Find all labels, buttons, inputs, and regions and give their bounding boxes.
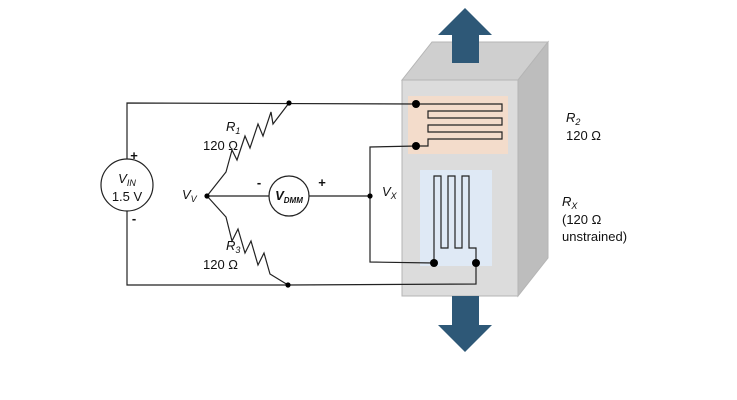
node-top-junction [286, 100, 292, 106]
gauge-rx-grid [433, 175, 477, 263]
r1-symbol: R1 [226, 119, 240, 136]
wire-r2-to-vx [369, 145, 435, 264]
gauge-rx-backing [420, 170, 492, 266]
terminal-r2-top [412, 100, 420, 108]
resistor-r3 [206, 195, 289, 286]
strain-gauge-rx [420, 170, 492, 266]
gauge-r2-grid [416, 103, 503, 147]
voltmeter-plus: + [318, 175, 326, 190]
voltage-source-value: 1.5 V [112, 189, 143, 204]
node-vv-label: VV [182, 187, 198, 204]
voltage-source-plus: + [130, 148, 138, 163]
terminal-rx-right [472, 259, 480, 267]
r2-value: 120 Ω [566, 128, 601, 143]
node-bottom-junction [285, 282, 291, 288]
resistor-r1 [206, 102, 290, 197]
voltmeter-dmm: VDMM - + [257, 175, 326, 217]
rx-note-line: unstrained) [562, 229, 627, 244]
voltmeter-minus: - [257, 175, 261, 190]
wire-top-rail [126, 102, 417, 165]
node-vx [367, 193, 373, 199]
node-vv [204, 193, 210, 199]
voltmeter-symbol: VDMM [275, 188, 303, 205]
voltage-source-minus: - [132, 211, 136, 226]
r1-value: 120 Ω [203, 138, 238, 153]
tension-arrow-up-icon [438, 8, 492, 63]
node-vx-label: VX [382, 184, 398, 201]
tension-arrow-down-icon [438, 296, 492, 352]
voltage-source-circle [100, 158, 154, 212]
voltmeter-circle [268, 175, 310, 217]
r2-symbol: R2 [566, 110, 580, 127]
block-side-face [517, 40, 549, 298]
voltage-source: VIN 1.5 V + - [100, 148, 154, 226]
strain-gauge-r2 [408, 96, 508, 154]
voltage-source-symbol: VIN [118, 171, 136, 188]
terminal-rx-left [430, 259, 438, 267]
r3-symbol: R3 [226, 238, 240, 255]
rx-symbol: RX [562, 194, 578, 211]
rx-value-line: (120 Ω [562, 212, 602, 227]
terminal-r2-bottom [412, 142, 420, 150]
r3-value: 120 Ω [203, 257, 238, 272]
